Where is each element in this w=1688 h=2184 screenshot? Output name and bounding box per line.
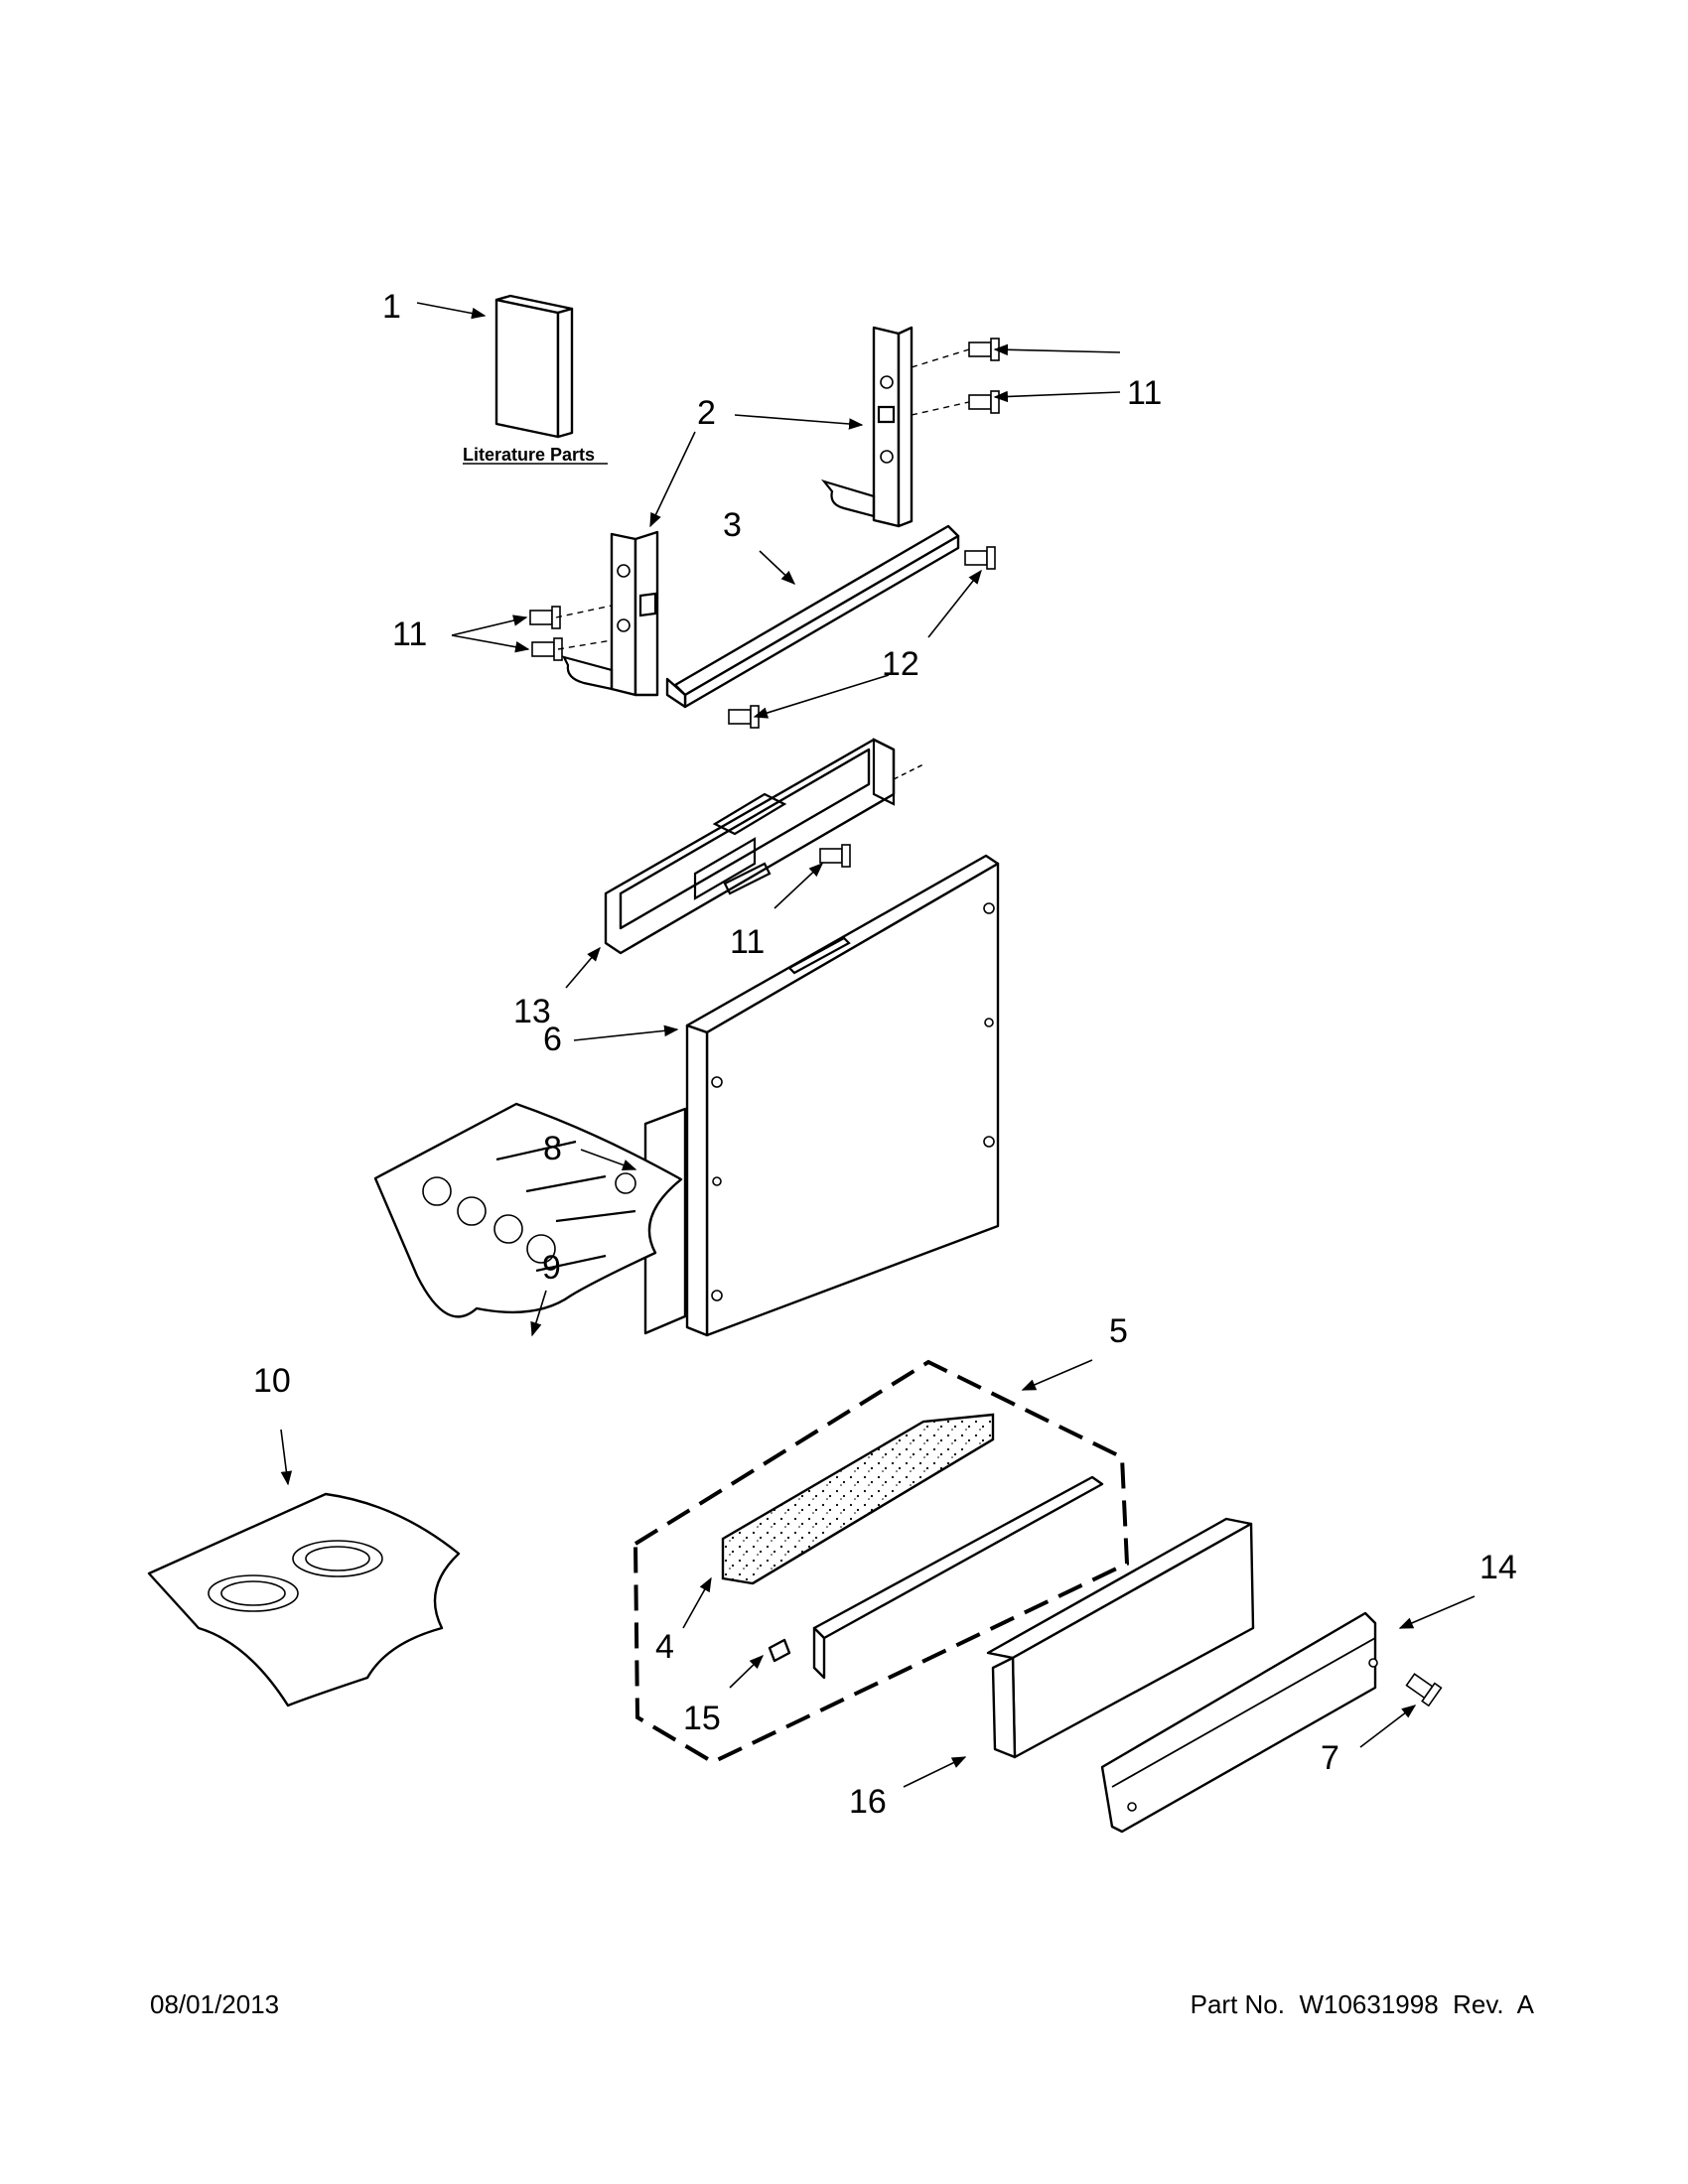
screw-12-bottom [728,705,760,729]
clip [768,1638,791,1663]
screw-11-top-a [968,338,1000,361]
callout-10: 10 [253,1362,291,1400]
door-rail [665,524,960,709]
screw-11-left-a [529,606,561,629]
callouts: 1 2 3 11 11 12 11 13 6 8 9 10 5 4 15 16 … [253,288,1517,1821]
callout-2: 2 [697,394,716,432]
footer-date: 08/01/2013 [150,1989,280,2019]
mounting-bracket-right [820,326,914,528]
callout-1: 1 [382,288,401,326]
kit-outline [633,1359,1130,1765]
callout-11-left: 11 [392,615,427,653]
screw-11-left-b [531,637,563,661]
screw-axes [555,348,970,650]
mounting-bracket-left [561,530,659,697]
screw-11-top-b [968,390,1000,414]
screw-7 [1405,1673,1443,1707]
callout-15: 15 [683,1700,721,1737]
footer-part-number: Part No. W10631998 Rev. A [1190,1989,1534,2019]
callout-6: 6 [543,1021,562,1058]
screw-11-middle [819,844,851,868]
kick-plate [1100,1611,1378,1834]
callout-4: 4 [655,1628,674,1666]
spring-bag [147,1492,461,1707]
callout-5: 5 [1109,1312,1128,1350]
callout-3: 3 [723,506,742,544]
door-panel [685,854,1000,1337]
literature-booklet: Literature Parts [463,294,608,465]
callout-8: 8 [543,1130,562,1167]
leader-arrows [280,302,1476,1788]
callout-9: 9 [542,1249,561,1287]
screw-12-right [964,546,996,570]
callout-11-top: 11 [1127,374,1162,412]
callout-12: 12 [882,645,919,683]
callout-13: 13 [513,993,551,1030]
kit-strip [812,1475,1104,1680]
foam-gasket [721,1413,995,1585]
toe-panel [986,1517,1255,1759]
literature-parts-label: Literature Parts [463,445,595,465]
callout-16: 16 [849,1783,887,1821]
callout-11-middle: 11 [730,923,765,961]
control-assembly [604,738,924,955]
callout-7: 7 [1321,1739,1339,1777]
hardware-bag [373,1102,683,1318]
callout-14: 14 [1479,1549,1517,1586]
